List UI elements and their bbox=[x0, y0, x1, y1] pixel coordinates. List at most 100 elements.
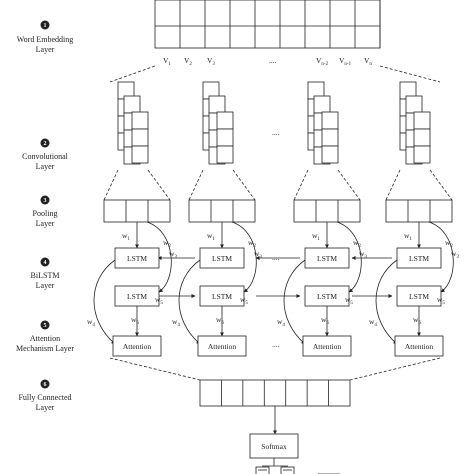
weight-label-w3: w3 bbox=[169, 249, 177, 260]
weight-label-w6: w6 bbox=[216, 315, 224, 326]
step-number: 5 bbox=[44, 323, 47, 329]
conv-filter-stack bbox=[103, 81, 171, 201]
vector-label-n-2: Vn-2 bbox=[316, 56, 329, 67]
pooling-row bbox=[103, 199, 171, 223]
attention-to-fc-connectors bbox=[109, 357, 441, 381]
vector-label-n: Vn bbox=[364, 56, 372, 67]
conv-cell bbox=[216, 128, 234, 147]
lstm-backward-node: LSTM bbox=[304, 285, 350, 307]
conv-cell bbox=[321, 128, 339, 147]
vector-label-3: V3 bbox=[207, 56, 215, 67]
lstm-forward-node: LSTM bbox=[396, 247, 442, 269]
weight-label-w4: w4 bbox=[172, 317, 180, 328]
layer-label-fully-connected: 6 Fully Connected Layer bbox=[18, 379, 72, 412]
layer-name: Pooling bbox=[33, 209, 58, 218]
layer-label-attention: 5 Attention Mechanism Layer bbox=[16, 320, 74, 353]
weight-label-w1: w1 bbox=[312, 231, 320, 242]
output-doc-icons bbox=[255, 466, 295, 474]
softmax-node: Softmax bbox=[249, 433, 299, 459]
weight-label-w5: w5 bbox=[240, 295, 248, 306]
lstm-label: LSTM bbox=[127, 254, 147, 263]
conv-cell bbox=[131, 111, 149, 130]
conv-cell bbox=[413, 111, 431, 130]
conv-cell bbox=[321, 145, 339, 164]
layer-label-bilstm: 4 BiLSTM Layer bbox=[31, 257, 60, 290]
attention-label: Attention bbox=[123, 342, 152, 351]
weight-label-w4: w4 bbox=[277, 317, 285, 328]
layer-label-pooling: 3 Pooling Layer bbox=[33, 195, 58, 228]
layer-label-word-embedding: 1 Word Embedding Layer bbox=[17, 20, 73, 54]
vector-ellipsis: .... bbox=[269, 56, 277, 65]
attention-ellipsis: .... bbox=[272, 340, 280, 349]
step-number: 4 bbox=[44, 260, 47, 266]
lstm-backward-node: LSTM bbox=[396, 285, 442, 307]
lstm-label: LSTM bbox=[317, 254, 337, 263]
conv-filter-stack bbox=[385, 81, 453, 201]
convolutional-layer bbox=[103, 81, 453, 201]
output-doc-icon bbox=[280, 466, 295, 474]
layer-name-suffix: Layer bbox=[36, 45, 55, 54]
layer-name-suffix: Layer bbox=[36, 403, 55, 412]
weight-label-w5: w5 bbox=[437, 295, 445, 306]
layer-name: Attention bbox=[30, 334, 60, 343]
lstm-label: LSTM bbox=[127, 292, 147, 301]
weight-label-w3: w3 bbox=[451, 249, 459, 260]
conv-cell bbox=[313, 95, 331, 114]
layer-name: Convolutional bbox=[22, 152, 69, 161]
layer-name: Word Embedding bbox=[17, 35, 73, 44]
lstm-forward-node: LSTM bbox=[199, 247, 245, 269]
conv-cell bbox=[123, 95, 141, 114]
layer-labels: 1 Word Embedding Layer 2 Convolutional L… bbox=[16, 20, 74, 412]
conv-cell bbox=[413, 145, 431, 164]
lstm-backward-node: LSTM bbox=[114, 285, 160, 307]
weight-label-w6: w6 bbox=[131, 315, 139, 326]
weight-label-w2: w2 bbox=[248, 238, 256, 249]
conv-cell bbox=[208, 95, 226, 114]
layer-name: Fully Connected bbox=[18, 393, 71, 402]
lstm-label: LSTM bbox=[317, 292, 337, 301]
weight-label-w5: w5 bbox=[345, 295, 353, 306]
softmax-label: Softmax bbox=[261, 442, 287, 451]
weight-label-w1: w1 bbox=[404, 231, 412, 242]
fully-connected-layer bbox=[199, 379, 351, 407]
conv-filter-stack bbox=[293, 81, 361, 201]
conv-cell bbox=[131, 128, 149, 147]
attention-label: Attention bbox=[208, 342, 237, 351]
conv-cell bbox=[405, 95, 423, 114]
layer-name: BiLSTM bbox=[31, 271, 60, 280]
bilstm-layer bbox=[157, 256, 393, 298]
embedding-to-conv-connectors bbox=[109, 65, 441, 83]
conv-cell bbox=[131, 145, 149, 164]
attention-node: Attention bbox=[112, 335, 162, 357]
lstm-label: LSTM bbox=[409, 292, 429, 301]
conv-cell bbox=[321, 111, 339, 130]
lstm-forward-node: LSTM bbox=[114, 247, 160, 269]
weight-label-w1: w1 bbox=[207, 231, 215, 242]
pooling-row bbox=[293, 199, 361, 223]
weight-label-w4: w4 bbox=[87, 317, 95, 328]
layer-name-suffix: Layer bbox=[36, 219, 55, 228]
conv-filter-stack bbox=[188, 81, 256, 201]
attention-label: Attention bbox=[405, 342, 434, 351]
weight-label-w2: w2 bbox=[445, 238, 453, 249]
bilstm-ellipsis: .... bbox=[272, 253, 280, 262]
conv-cell bbox=[216, 111, 234, 130]
weight-label-w6: w6 bbox=[413, 315, 421, 326]
weight-label-w2: w2 bbox=[163, 238, 171, 249]
conv-cell bbox=[413, 128, 431, 147]
conv-ellipsis: .... bbox=[272, 128, 280, 137]
step-number: 2 bbox=[44, 141, 47, 147]
attention-node: Attention bbox=[302, 335, 352, 357]
output-doc-icon bbox=[255, 466, 270, 474]
pooling-layer bbox=[103, 199, 453, 223]
lstm-backward-node: LSTM bbox=[199, 285, 245, 307]
layer-name-suffix: Layer bbox=[36, 281, 55, 290]
layer-name-suffix: Mechanism Layer bbox=[16, 344, 74, 353]
step-number: 6 bbox=[44, 382, 47, 388]
weight-label-w2: w2 bbox=[353, 238, 361, 249]
weight-label-w1: w1 bbox=[122, 231, 130, 242]
weight-label-w6: w6 bbox=[321, 315, 329, 326]
conv-cell bbox=[216, 145, 234, 164]
attention-label: Attention bbox=[313, 342, 342, 351]
